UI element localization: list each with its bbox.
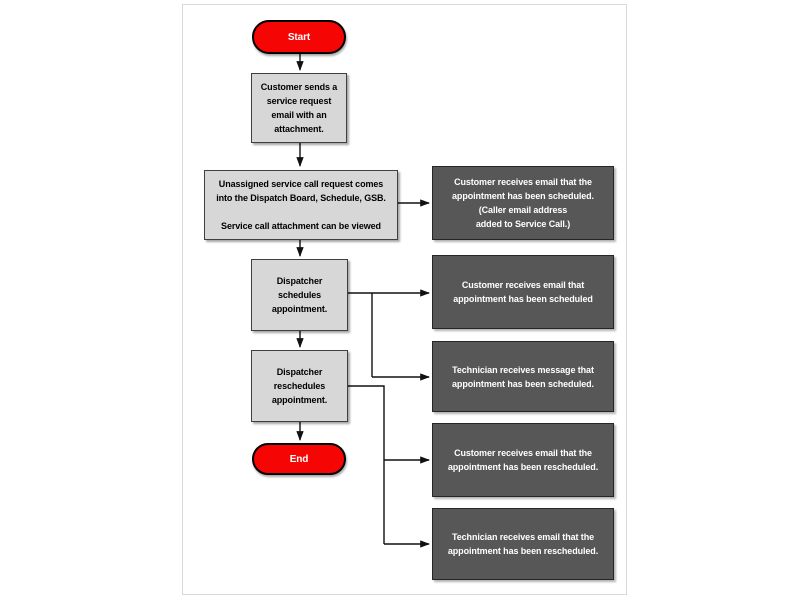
process-label: Customer sends a service request email w…: [260, 82, 338, 134]
output-label: Customer receives email that the appoint…: [447, 448, 599, 472]
output-technician-scheduled-message: Technician receives message that appoint…: [432, 341, 614, 412]
flow-node-start: Start: [252, 20, 346, 54]
output-customer-scheduled-caller-added: Customer receives email that the appoint…: [432, 166, 614, 240]
end-label: End: [289, 453, 309, 465]
flow-node-end: End: [252, 443, 346, 475]
output-label: Technician receives email that the appoi…: [447, 532, 599, 556]
process-label: Dispatcher schedules appointment.: [271, 276, 328, 314]
output-customer-rescheduled: Customer receives email that the appoint…: [432, 423, 614, 497]
output-label: Customer receives email that appointment…: [453, 280, 593, 304]
output-label: Customer receives email that the appoint…: [452, 177, 594, 229]
process-dispatcher-reschedules: Dispatcher reschedules appointment.: [251, 350, 348, 422]
process-label: Dispatcher reschedules appointment.: [271, 367, 328, 405]
process-customer-sends-email: Customer sends a service request email w…: [251, 73, 347, 143]
process-unassigned-service-call: Unassigned service call request comes in…: [204, 170, 398, 240]
process-dispatcher-schedules: Dispatcher schedules appointment.: [251, 259, 348, 331]
output-label: Technician receives message that appoint…: [452, 364, 594, 389]
process-label: Unassigned service call request comes in…: [216, 179, 386, 231]
start-label: Start: [287, 31, 311, 43]
output-customer-scheduled: Customer receives email that appointment…: [432, 255, 614, 329]
output-technician-rescheduled: Technician receives email that the appoi…: [432, 508, 614, 580]
